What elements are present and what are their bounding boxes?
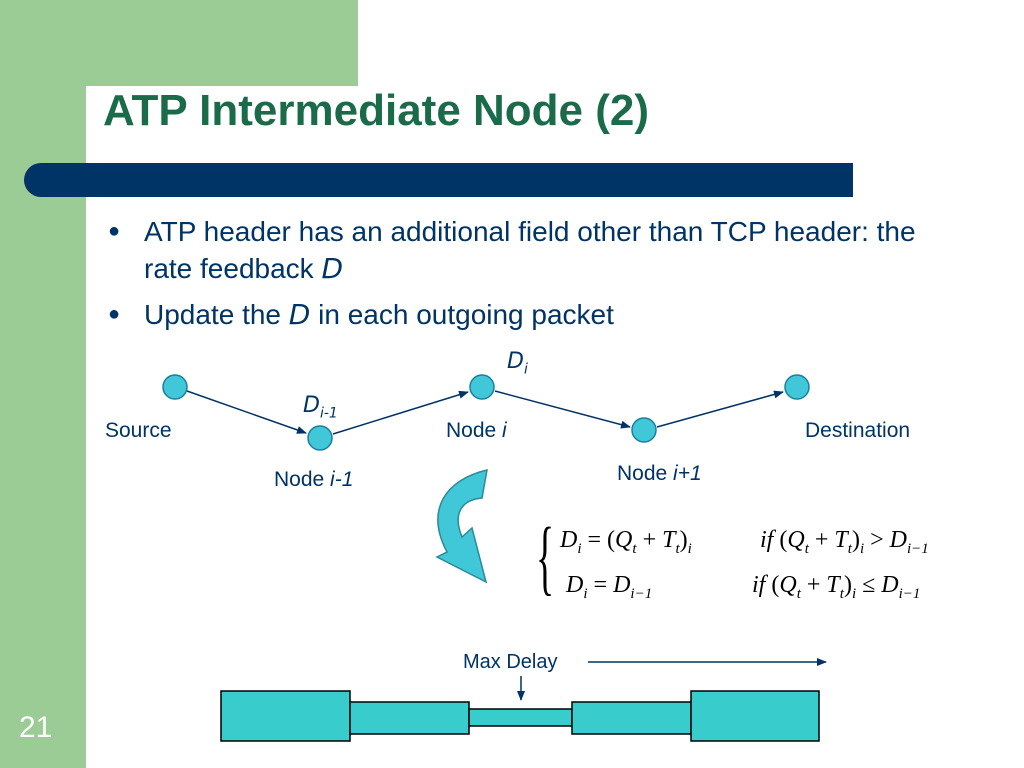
node-i-plus-1 (631, 417, 657, 443)
node-i-minus-1-prefix: Node (274, 468, 331, 491)
formula-row-1-assignment: Di = (Qt + Tt)i (560, 527, 692, 558)
d-i-minus-1-letter: D (303, 393, 320, 418)
f1-cond-q: Q (787, 527, 805, 553)
f2-cond-close: ) (843, 572, 852, 598)
f1-lhs-sub: i (577, 540, 582, 557)
f1-t: T (662, 527, 676, 553)
bullet-item-1: ATP header has an additional field other… (108, 213, 938, 287)
bullet-item-2: Update the D in each outgoing packet (108, 296, 938, 333)
pipe-center-narrow (468, 708, 573, 727)
node-i-plus-1-index: i+1 (673, 462, 702, 485)
formula-left-brace: { (536, 511, 555, 604)
f1-close-sub: i (687, 540, 692, 557)
page-number: 21 (19, 711, 53, 744)
pipe-left-block (220, 690, 351, 742)
f1-cond-close-sub: i (859, 540, 865, 557)
bullet-1-text: ATP header has an additional field other… (144, 216, 916, 284)
f1-q: Q (615, 527, 633, 553)
f2-eq: = (587, 572, 614, 598)
bullet-2-var: D (288, 298, 311, 331)
curved-arrow-icon (435, 469, 488, 584)
link-node-i-plus-1-to-destination (656, 390, 784, 428)
destination-node (784, 374, 810, 400)
node-i-prefix: Node (446, 419, 503, 442)
f1-q-sub: t (632, 540, 637, 557)
f2-cond-rhs: D (881, 572, 899, 598)
f1-lhs: D (560, 527, 578, 553)
node-i (469, 374, 495, 400)
f1-rhs: D (889, 527, 907, 553)
d-i-minus-1-sub: i-1 (319, 405, 338, 422)
source-label: Source (105, 419, 172, 442)
formula-row-1-condition: if (Qt + Tt)i > Di−1 (760, 527, 929, 558)
f1-cond-open: ( (773, 527, 788, 553)
bullet-1-var: D (321, 252, 344, 285)
pipe-right-mid (571, 701, 692, 735)
formula-row-2-condition: if (Qt + Tt)i ≤ Di−1 (752, 572, 920, 603)
source-node (162, 374, 188, 400)
node-i-plus-1-prefix: Node (617, 462, 674, 485)
content-area (86, 86, 1024, 768)
node-i-index: i (502, 419, 507, 442)
f1-cond-t-sub: t (847, 540, 852, 557)
f2-cond-t: T (826, 572, 840, 598)
slide-title: ATP Intermediate Node (2) (103, 86, 650, 135)
d-i-sub: i (523, 361, 528, 378)
node-i-label: Node i (446, 419, 507, 443)
title-underline-bar (24, 163, 853, 197)
destination-label: Destination (805, 419, 911, 442)
d-i-minus-1-label: Di-1 (303, 393, 338, 421)
f2-cond-plus: + (800, 572, 827, 598)
pipe-left-mid (349, 701, 470, 735)
f1-rhs-sub: i−1 (907, 540, 929, 557)
f1-plus: + (636, 527, 663, 553)
node-i-minus-1 (307, 425, 333, 451)
f2-cond-rhs-sub: i−1 (898, 585, 921, 602)
d-i-label: Di (507, 349, 528, 377)
f2-cond-t-sub: t (839, 585, 844, 602)
node-i-minus-1-label: Node i-1 (274, 468, 353, 492)
bullet-2-text-after: in each outgoing packet (310, 299, 614, 330)
f2-lhs: D (566, 572, 584, 598)
f1-cond-plus: + (808, 527, 835, 553)
f2-if: if (752, 572, 766, 598)
bullet-2-text-before: Update the (144, 299, 289, 330)
node-i-plus-1-label: Node i+1 (617, 462, 702, 486)
link-node-i-minus-1-to-node-i (332, 390, 469, 435)
link-node-i-to-node-i-plus-1 (494, 390, 631, 429)
f1-cond-q-sub: t (804, 540, 809, 557)
pipe-right-block (690, 690, 820, 742)
f2-rhs: D (613, 572, 631, 598)
f1-close: ) (679, 527, 688, 553)
d-i-letter: D (507, 349, 524, 374)
green-left-sidebar (0, 0, 86, 768)
link-source-to-node-i-minus-1 (186, 390, 307, 434)
f2-lhs-sub: i (583, 585, 588, 602)
f1-t-sub: t (675, 540, 680, 557)
f2-rel: ≤ (856, 572, 882, 598)
bullet-list: ATP header has an additional field other… (108, 213, 938, 342)
formula-row-2-assignment: Di = Di−1 (566, 572, 652, 603)
f1-cond-close: ) (851, 527, 860, 553)
f1-eq: = ( (581, 527, 616, 553)
f1-rel: > (864, 527, 890, 553)
f1-cond-t: T (834, 527, 848, 553)
max-delay-label: Max Delay (463, 651, 558, 673)
f2-rhs-sub: i−1 (630, 585, 653, 602)
f2-cond-q: Q (779, 572, 797, 598)
f1-if: if (760, 527, 774, 553)
f2-cond-open: ( (765, 572, 780, 598)
node-i-minus-1-index: i-1 (330, 468, 354, 491)
f2-cond-close-sub: i (851, 585, 857, 602)
f2-cond-q-sub: t (796, 585, 801, 602)
